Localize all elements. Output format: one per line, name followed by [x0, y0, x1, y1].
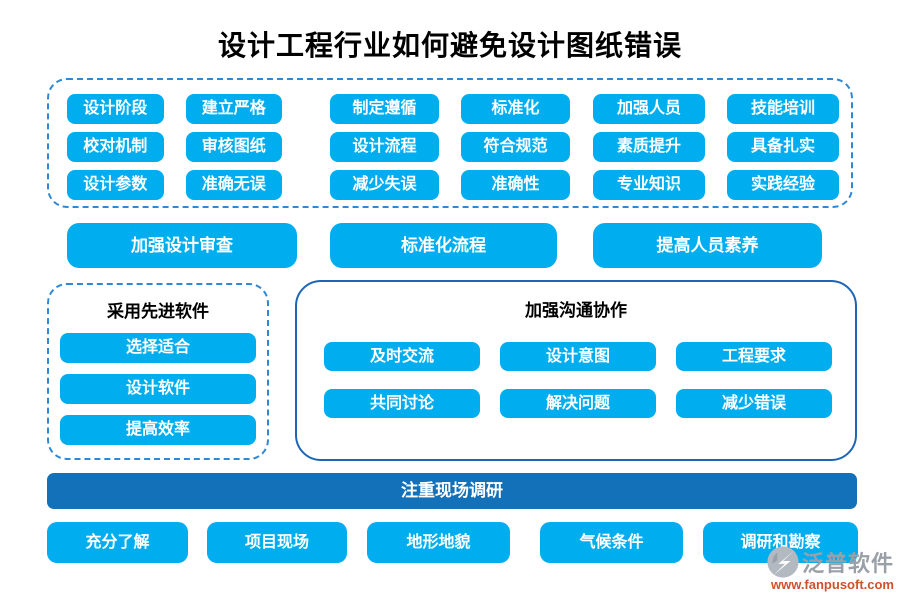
keyword-chip: 准确无误 [185, 170, 282, 200]
communication-chip-grid: 及时交流 设计意图 工程要求 共同讨论 解决问题 减少错误 [324, 342, 832, 418]
software-panel: 采用先进软件 选择适合 设计软件 提高效率 [47, 283, 269, 460]
software-chip: 提高效率 [60, 415, 256, 445]
keyword-chip: 建立严格 [185, 94, 282, 124]
watermark-url: www.fanpusoft.com [770, 577, 894, 592]
communication-chip: 及时交流 [324, 342, 480, 371]
keyword-group-standard-process: 制定遵循 标准化 设计流程 符合规范 减少失误 准确性 [330, 94, 570, 200]
strategy-improve-personnel-quality: 提高人员素养 [593, 223, 822, 268]
communication-chip: 共同讨论 [324, 389, 480, 418]
keyword-chip: 设计阶段 [67, 94, 164, 124]
watermark-brand-row: 泛普软件 [766, 545, 894, 579]
communication-chip: 工程要求 [676, 342, 832, 371]
keyword-chip: 制定遵循 [330, 94, 439, 124]
keyword-chip: 专业知识 [593, 170, 705, 200]
keyword-chip: 减少失误 [330, 170, 439, 200]
software-chip: 设计软件 [60, 374, 256, 404]
page-title: 设计工程行业如何避免设计图纸错误 [217, 30, 682, 61]
keyword-chip: 加强人员 [593, 94, 705, 124]
research-chip: 地形地貌 [367, 522, 510, 563]
research-bar: 注重现场调研 [47, 473, 857, 509]
fanpu-logo-icon [767, 546, 799, 578]
research-chip: 气候条件 [540, 522, 683, 563]
communication-chip: 解决问题 [500, 389, 656, 418]
communication-chip: 设计意图 [500, 342, 656, 371]
watermark: 泛普软件 www.fanpusoft.com [734, 545, 894, 592]
software-panel-title: 采用先进软件 [107, 302, 209, 321]
research-chip: 项目现场 [207, 522, 347, 563]
communication-panel-title: 加强沟通协作 [525, 301, 627, 320]
keyword-chip: 校对机制 [67, 132, 164, 162]
keyword-chip: 技能培训 [727, 94, 839, 124]
strategy-standardized-process: 标准化流程 [330, 223, 557, 268]
keyword-group-personnel-quality: 加强人员 技能培训 素质提升 具备扎实 专业知识 实践经验 [593, 94, 839, 200]
research-chip: 充分了解 [47, 522, 188, 563]
keyword-chip: 符合规范 [461, 132, 570, 162]
keyword-chip: 标准化 [461, 94, 570, 124]
watermark-brand-text: 泛普软件 [801, 551, 894, 576]
software-chip: 选择适合 [60, 333, 256, 363]
keyword-chip: 素质提升 [593, 132, 705, 162]
strategy-strengthen-design-review: 加强设计审查 [67, 223, 297, 268]
keyword-chip: 具备扎实 [727, 132, 839, 162]
communication-panel: 加强沟通协作 及时交流 设计意图 工程要求 共同讨论 解决问题 减少错误 [295, 280, 857, 461]
keyword-group-design-review: 设计阶段 建立严格 校对机制 审核图纸 设计参数 准确无误 [67, 94, 282, 200]
keyword-chip: 设计参数 [67, 170, 164, 200]
keyword-panel: 设计阶段 建立严格 校对机制 审核图纸 设计参数 准确无误 制定遵循 标准化 设… [47, 78, 853, 208]
communication-chip: 减少错误 [676, 389, 832, 418]
keyword-chip: 审核图纸 [185, 132, 282, 162]
keyword-chip: 设计流程 [330, 132, 439, 162]
keyword-chip: 实践经验 [727, 170, 839, 200]
keyword-chip: 准确性 [461, 170, 570, 200]
